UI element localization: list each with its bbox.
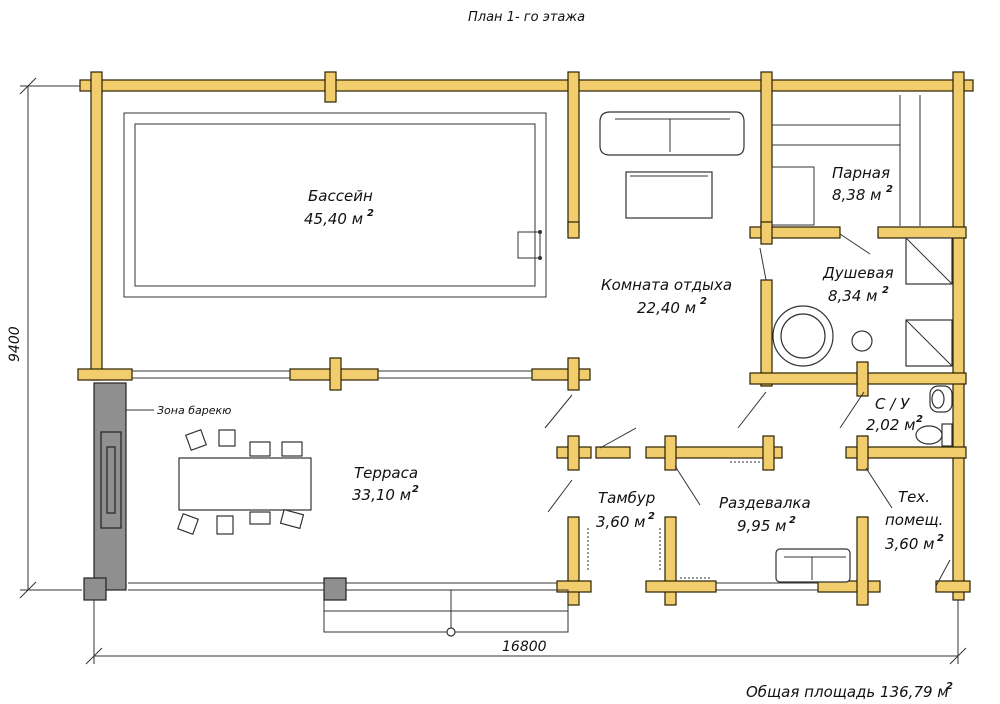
terrace-area-sup: 2 [412, 484, 419, 495]
shower-area-sup: 2 [882, 285, 889, 296]
changing-label: Раздевалка [719, 494, 811, 512]
doors [544, 233, 951, 587]
shower-area: 8,34 м [828, 287, 877, 305]
changing-area: 9,95 м [737, 517, 786, 535]
terrace-label: Терраса [354, 464, 418, 482]
lounge-furniture [599, 111, 745, 219]
tech-label-2: помещ. [885, 511, 943, 529]
wc-fixtures [915, 385, 953, 447]
vestibule-label: Тамбур [598, 489, 655, 507]
shower-fixtures [772, 237, 953, 367]
height-dimension: 9400 [7, 326, 23, 362]
steam-area-sup: 2 [886, 184, 893, 195]
lounge-area: 22,40 м [637, 299, 696, 317]
total-area-sup: 2 [946, 681, 953, 692]
tech-label: Тех. [898, 488, 930, 506]
tech-area: 3,60 м [885, 535, 934, 553]
bbq-zone [83, 382, 347, 601]
dining-set [176, 428, 312, 536]
pool-label: Бассейн [308, 187, 373, 205]
lounge-label: Комната отдыха [601, 276, 732, 294]
steam-label: Парная [832, 164, 890, 182]
wc-label: С / У [875, 395, 910, 413]
pool-area: 45,40 м [304, 210, 363, 228]
dimensions [19, 77, 967, 665]
changing-furniture [587, 461, 851, 583]
vestibule-area-sup: 2 [648, 511, 655, 522]
total-area: Общая площадь 136,79 м [746, 683, 949, 701]
steam-room-benches [771, 95, 921, 226]
vestibule-area: 3,60 м [596, 513, 645, 531]
width-dimension: 16800 [502, 639, 547, 655]
tech-area-sup: 2 [937, 533, 944, 544]
plan-title: План 1- го этажа [468, 10, 585, 25]
lounge-area-sup: 2 [700, 296, 707, 307]
window-lines [128, 370, 818, 637]
changing-area-sup: 2 [789, 515, 796, 526]
wc-area: 2,02 м [866, 416, 915, 434]
terrace-area: 33,10 м [352, 486, 411, 504]
shower-label: Душевая [822, 264, 894, 282]
pool [123, 112, 547, 298]
bbq-label: Зона барекю [157, 404, 231, 417]
pool-area-sup: 2 [367, 208, 374, 219]
walls [77, 71, 974, 606]
wc-area-sup: 2 [916, 414, 923, 425]
steam-area: 8,38 м [832, 186, 881, 204]
